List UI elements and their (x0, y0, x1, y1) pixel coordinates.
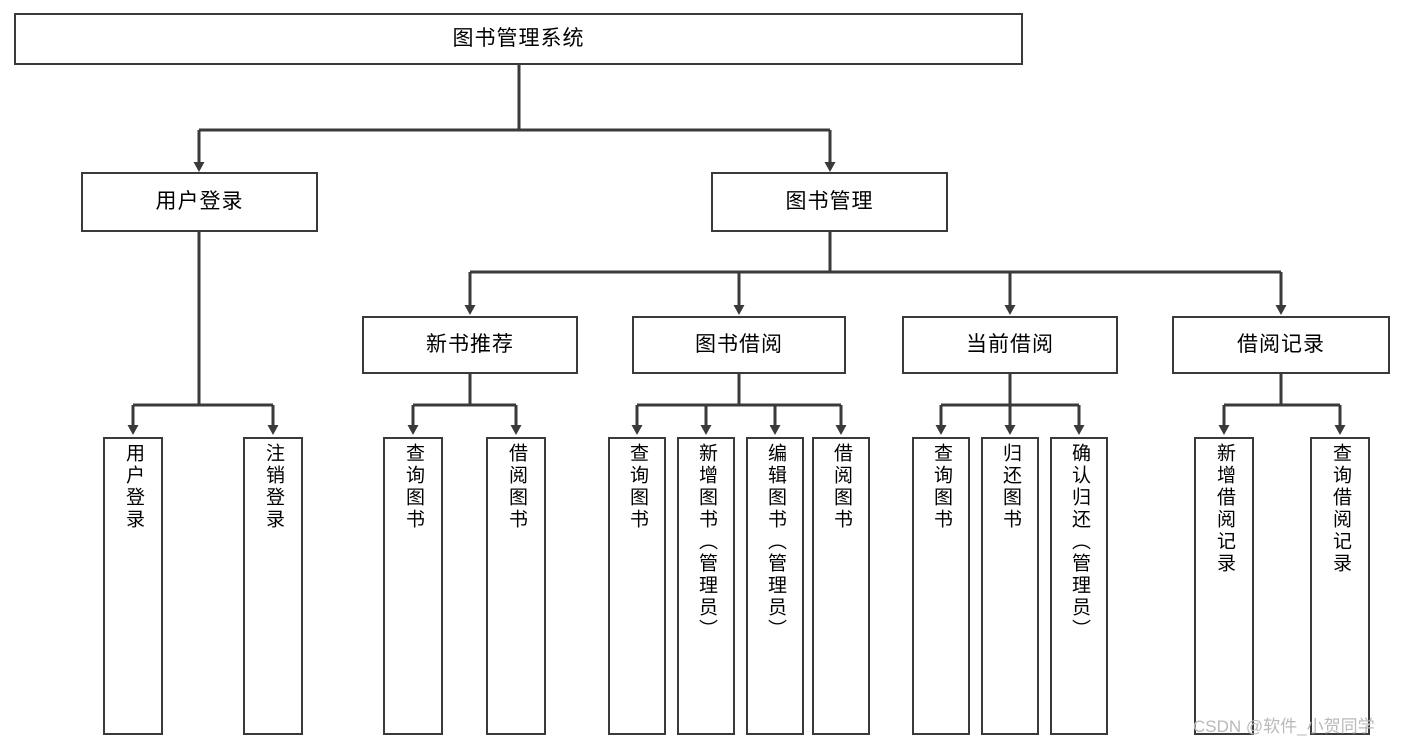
node-leaf-user-login[interactable]: 用户登录 (103, 437, 163, 735)
node-leaf-query-book-2[interactable]: 查询图书 (608, 437, 666, 735)
node-book-borrow-label: 图书借阅 (695, 333, 783, 357)
node-leaf-borrow-book-2[interactable]: 借阅图书 (812, 437, 870, 735)
node-leaf-user-login-label: 用户登录 (122, 443, 144, 531)
node-leaf-query-book-2-label: 查询图书 (626, 443, 648, 531)
node-leaf-query-book-3-label: 查询图书 (930, 443, 952, 531)
node-root[interactable]: 图书管理系统 (14, 13, 1023, 65)
node-leaf-add-record[interactable]: 新增借阅记录 (1194, 437, 1254, 735)
node-current-borrow-label: 当前借阅 (966, 333, 1054, 357)
node-leaf-query-record[interactable]: 查询借阅记录 (1310, 437, 1370, 735)
node-book-manage-label: 图书管理 (785, 190, 874, 214)
node-leaf-edit-book[interactable]: 编辑图书（管理员） (746, 437, 804, 735)
watermark: CSDN @软件_小贺同学 (1193, 717, 1375, 736)
node-leaf-logout-login-label: 注销登录 (262, 443, 284, 531)
node-leaf-borrow-book-1-label: 借阅图书 (505, 443, 527, 531)
node-borrow-record[interactable]: 借阅记录 (1172, 316, 1390, 374)
node-leaf-borrow-book-2-label: 借阅图书 (830, 443, 852, 531)
node-leaf-edit-book-label: 编辑图书（管理员） (764, 443, 786, 641)
node-leaf-return-book-label: 归还图书 (999, 443, 1021, 531)
node-new-book-recommend-label: 新书推荐 (426, 333, 514, 357)
node-leaf-add-record-label: 新增借阅记录 (1213, 443, 1235, 575)
node-new-book-recommend[interactable]: 新书推荐 (362, 316, 578, 374)
node-user-login-label: 用户登录 (155, 190, 244, 214)
node-book-borrow[interactable]: 图书借阅 (632, 316, 846, 374)
node-book-manage[interactable]: 图书管理 (711, 172, 948, 232)
node-leaf-confirm-return-label: 确认归还（管理员） (1068, 443, 1090, 641)
node-leaf-borrow-book-1[interactable]: 借阅图书 (486, 437, 546, 735)
node-leaf-query-book-1[interactable]: 查询图书 (383, 437, 443, 735)
node-current-borrow[interactable]: 当前借阅 (902, 316, 1118, 374)
node-leaf-add-book[interactable]: 新增图书（管理员） (677, 437, 735, 735)
node-leaf-add-book-label: 新增图书（管理员） (695, 443, 717, 641)
node-leaf-query-book-3[interactable]: 查询图书 (912, 437, 970, 735)
node-user-login[interactable]: 用户登录 (81, 172, 318, 232)
node-root-label: 图书管理系统 (452, 27, 585, 51)
node-leaf-logout-login[interactable]: 注销登录 (243, 437, 303, 735)
node-leaf-return-book[interactable]: 归还图书 (981, 437, 1039, 735)
node-leaf-query-book-1-label: 查询图书 (402, 443, 424, 531)
node-borrow-record-label: 借阅记录 (1237, 333, 1325, 357)
node-leaf-confirm-return[interactable]: 确认归还（管理员） (1050, 437, 1108, 735)
node-leaf-query-record-label: 查询借阅记录 (1329, 443, 1351, 575)
